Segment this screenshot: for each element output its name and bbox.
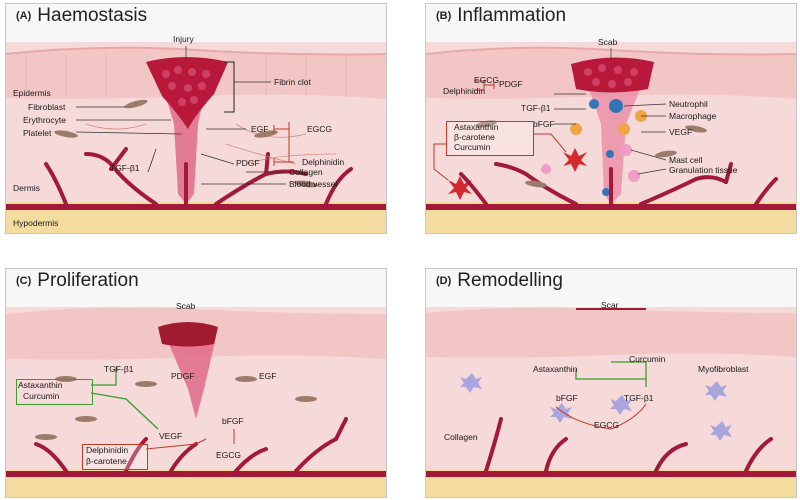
label-collagen: Collagen — [289, 167, 323, 177]
label-fibroblast: Fibroblast — [28, 102, 66, 112]
panel-haemostasis: (A)Haemostasis Injury Fibrin clot Epider… — [5, 3, 387, 234]
label-astaxanthin: Astaxanthin — [454, 122, 499, 132]
label-egcg: EGCG — [216, 450, 242, 460]
label-delphinidin: Delphinidin — [86, 445, 129, 455]
label-epidermis: Epidermis — [13, 88, 51, 98]
label-egcg: EGCG — [474, 75, 500, 85]
panel-title: (D)Remodelling — [436, 270, 563, 291]
label-platelet: Platelet — [23, 128, 52, 138]
remodelling-illustration — [426, 307, 796, 497]
label-bfgf: bFGF — [222, 416, 244, 426]
label-scab: Scab — [176, 301, 196, 311]
panel-title: (A)Haemostasis — [16, 5, 148, 26]
label-collagen: Collagen — [444, 432, 478, 442]
panel-remodelling: (D)Remodelling Scar Curcumin Astaxanthin… — [425, 268, 797, 498]
label-dermis: Dermis — [13, 183, 40, 193]
label-beta-carotene: β-carotene — [86, 456, 127, 466]
label-erythrocyte: Erythrocyte — [23, 115, 66, 125]
label-fibrin-clot: Fibrin clot — [274, 77, 311, 87]
label-bfgf: bFGF — [533, 119, 555, 129]
label-tgf-beta1: TGF-β1 — [624, 393, 654, 403]
promoter-box — [16, 379, 93, 405]
label-scab: Scab — [598, 37, 618, 47]
label-pdgf: PDGF — [499, 79, 523, 89]
inflammation-illustration — [426, 42, 796, 233]
label-egcg: EGCG — [307, 124, 333, 134]
label-granulation-tissue: Granulation tissue — [669, 165, 738, 175]
label-pdgf: PDGF — [171, 371, 195, 381]
panel-inflammation: (B)Inflammation Scab EGCG Delphinidin PD… — [425, 3, 797, 234]
label-egf: EGF — [259, 371, 277, 381]
antioxidant-box — [446, 121, 534, 156]
label-scar: Scar — [601, 300, 619, 310]
haemostasis-illustration — [6, 42, 386, 233]
panel-title: (C)Proliferation — [16, 270, 139, 291]
label-astaxanthin: Astaxanthin — [18, 380, 63, 390]
label-hypodermis: Hypodermis — [13, 218, 59, 228]
label-delphinidin: Delphinidin — [443, 86, 486, 96]
label-egcg: EGCG — [594, 420, 620, 430]
label-curcumin: Curcumin — [629, 354, 666, 364]
label-pdgf: PDGF — [236, 158, 260, 168]
label-astaxanthin: Astaxanthin — [533, 364, 578, 374]
label-neutrophil: Neutrophil — [669, 99, 708, 109]
label-macrophage: Macrophage — [669, 111, 717, 121]
label-delphinidin: Delphinidin — [302, 157, 345, 167]
label-curcumin: Curcumin — [454, 142, 491, 152]
label-vegf: VEGF — [159, 431, 183, 441]
label-egf: EGF — [251, 124, 269, 134]
label-injury: Injury — [173, 34, 194, 44]
panel-proliferation: (C)Proliferation Scab PDGF EGF TGF-β1 As… — [5, 268, 387, 498]
label-curcumin: Curcumin — [23, 391, 60, 401]
proliferation-illustration — [6, 307, 386, 497]
panel-title: (B)Inflammation — [436, 5, 567, 26]
label-tgf-beta1: TGF-β1 — [104, 364, 134, 374]
label-vegf: VEGF — [669, 127, 693, 137]
label-myofibroblast: Myofibroblast — [698, 364, 749, 374]
label-bfgf: bFGF — [556, 393, 578, 403]
label-beta-carotene: β-carotene — [454, 132, 495, 142]
scab — [158, 322, 218, 347]
inhibitor-box — [82, 444, 148, 470]
label-blood-vessel: Blood vessel — [289, 179, 338, 189]
scab — [571, 57, 654, 93]
label-tgf-beta1: TGF-β1 — [521, 103, 551, 113]
label-tgf-beta1: TGF-β1 — [110, 163, 140, 173]
label-mast-cell: Mast cell — [669, 155, 703, 165]
blood-vessels — [44, 147, 353, 206]
